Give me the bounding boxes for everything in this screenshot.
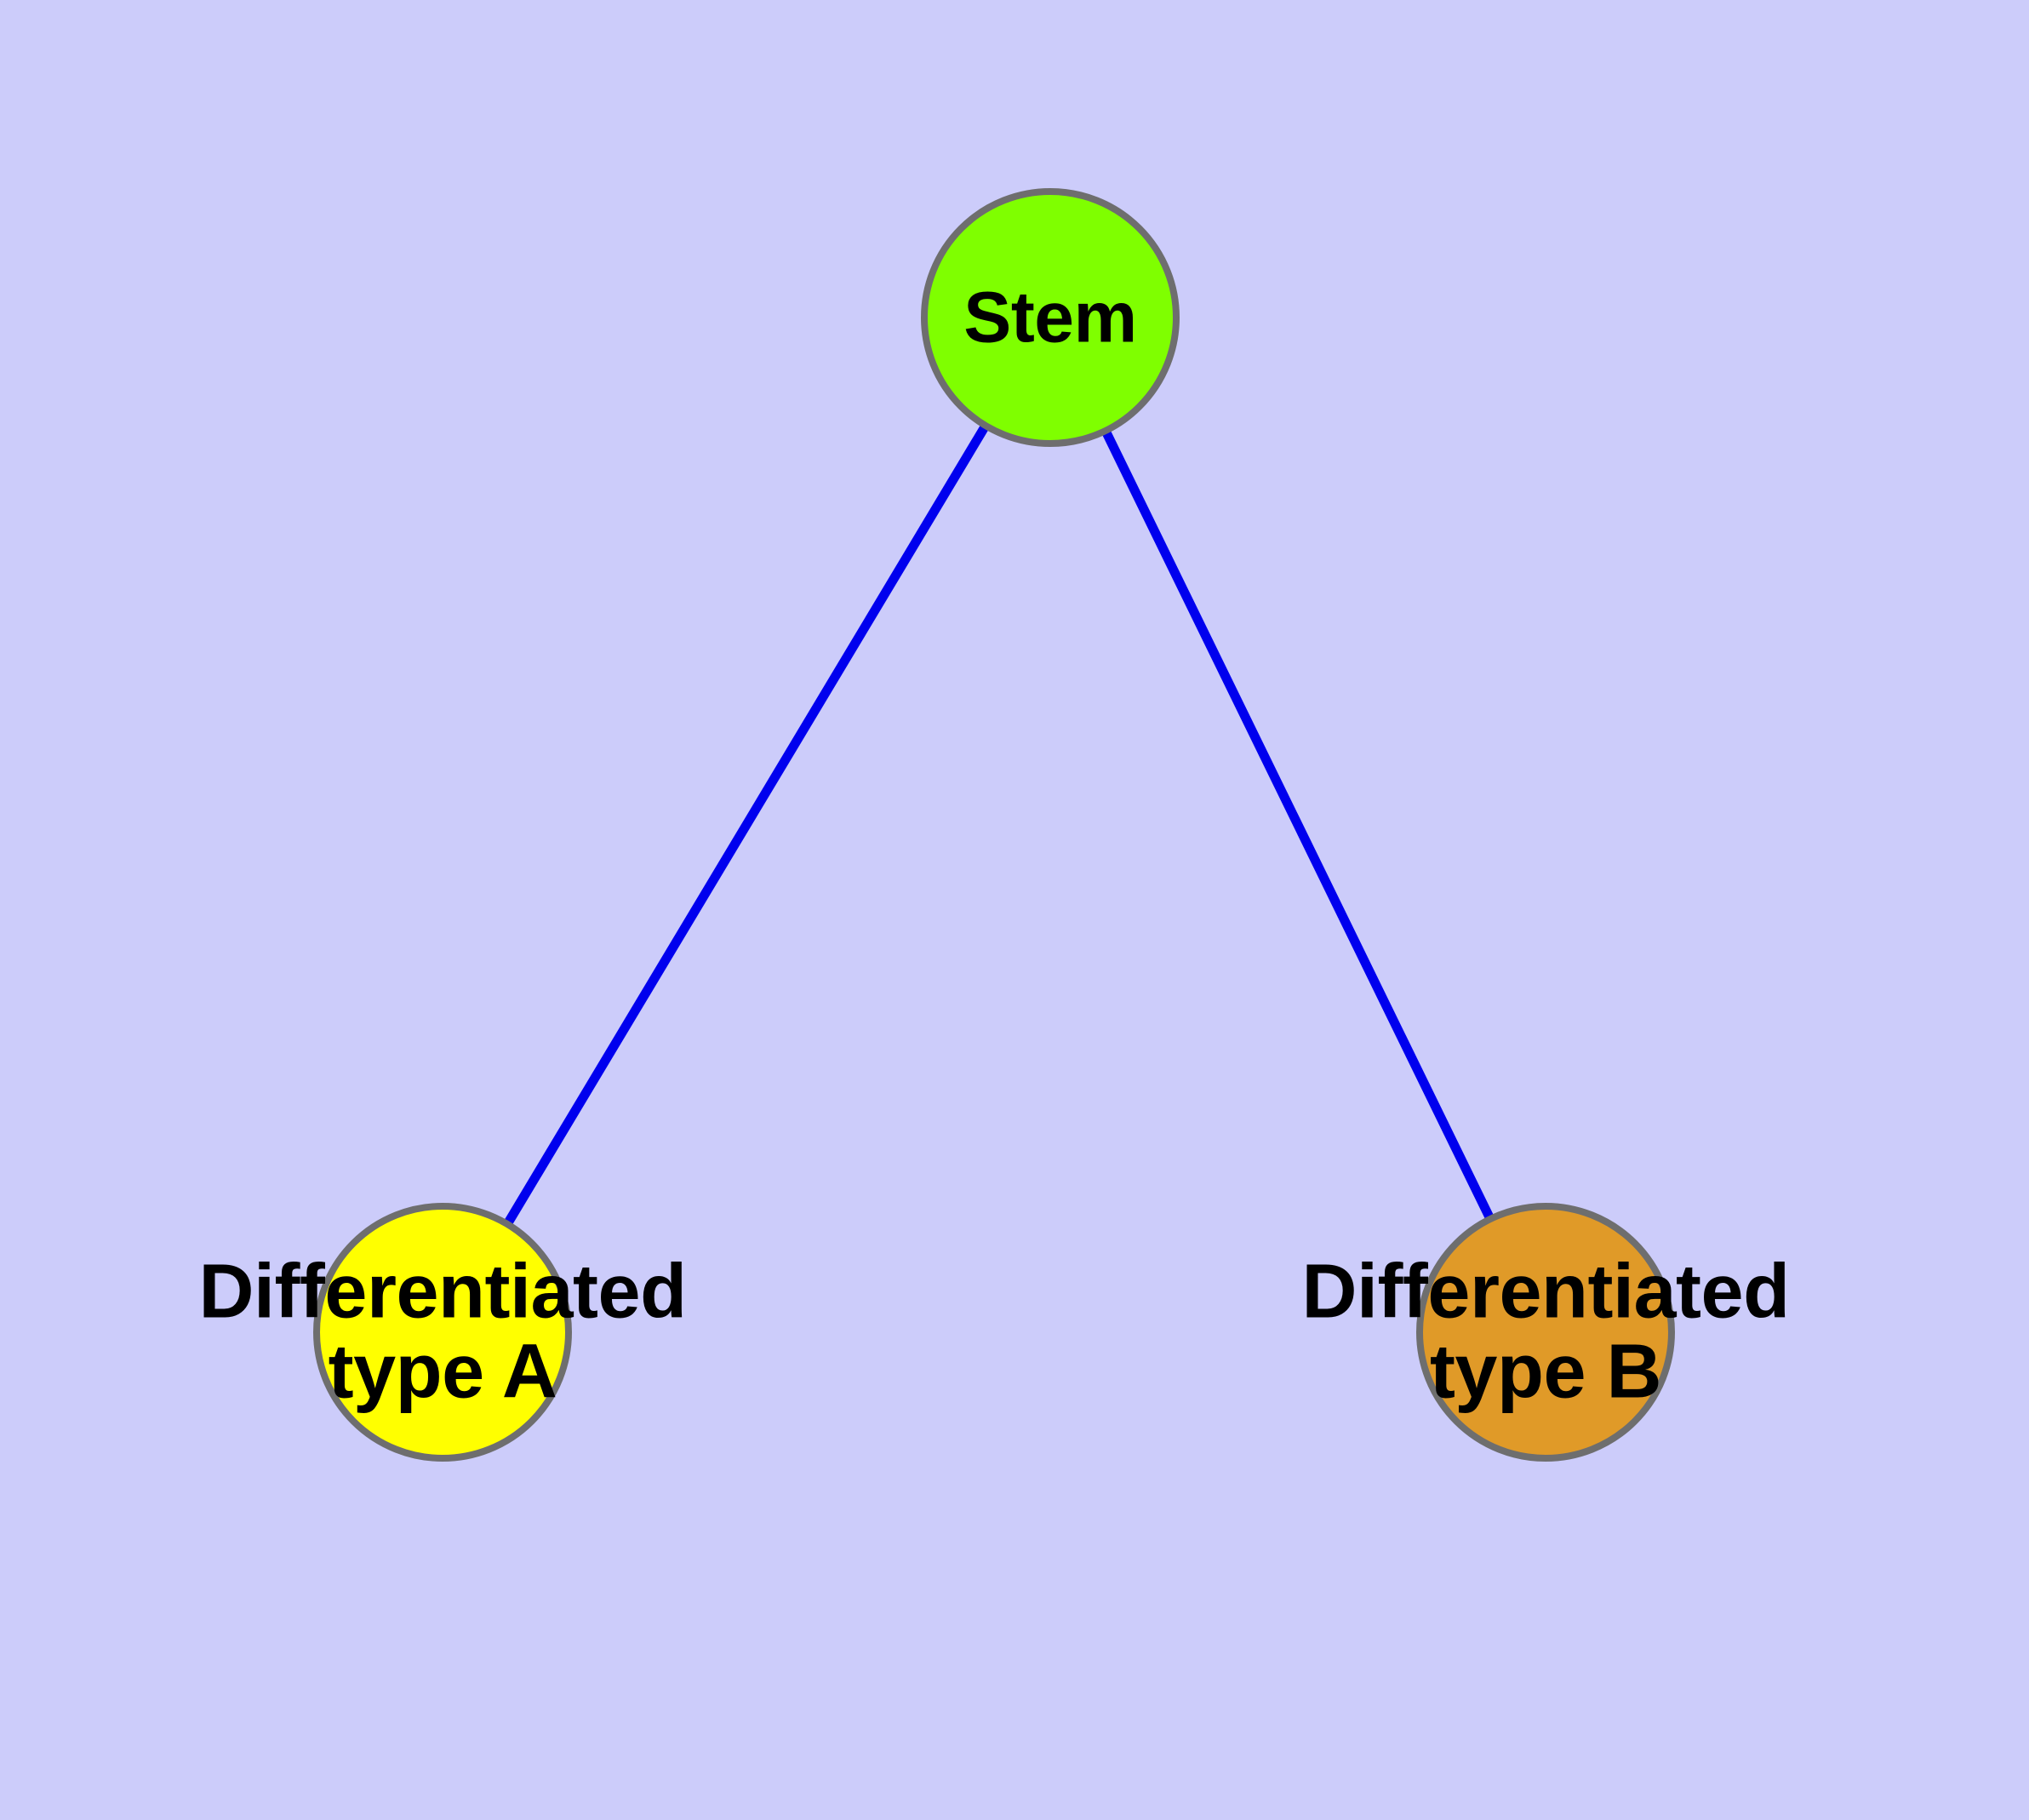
edge-stem-diff-a[interactable]: [438, 315, 1055, 1335]
edges-layer: [438, 315, 1550, 1335]
edge-stem-diff-b[interactable]: [1046, 315, 1550, 1335]
node-circle-diff-b[interactable]: [1416, 1203, 1675, 1462]
node-circle-diff-a[interactable]: [313, 1203, 572, 1462]
nodes-layer: [313, 188, 1675, 1462]
node-circle-stem[interactable]: [921, 188, 1180, 447]
